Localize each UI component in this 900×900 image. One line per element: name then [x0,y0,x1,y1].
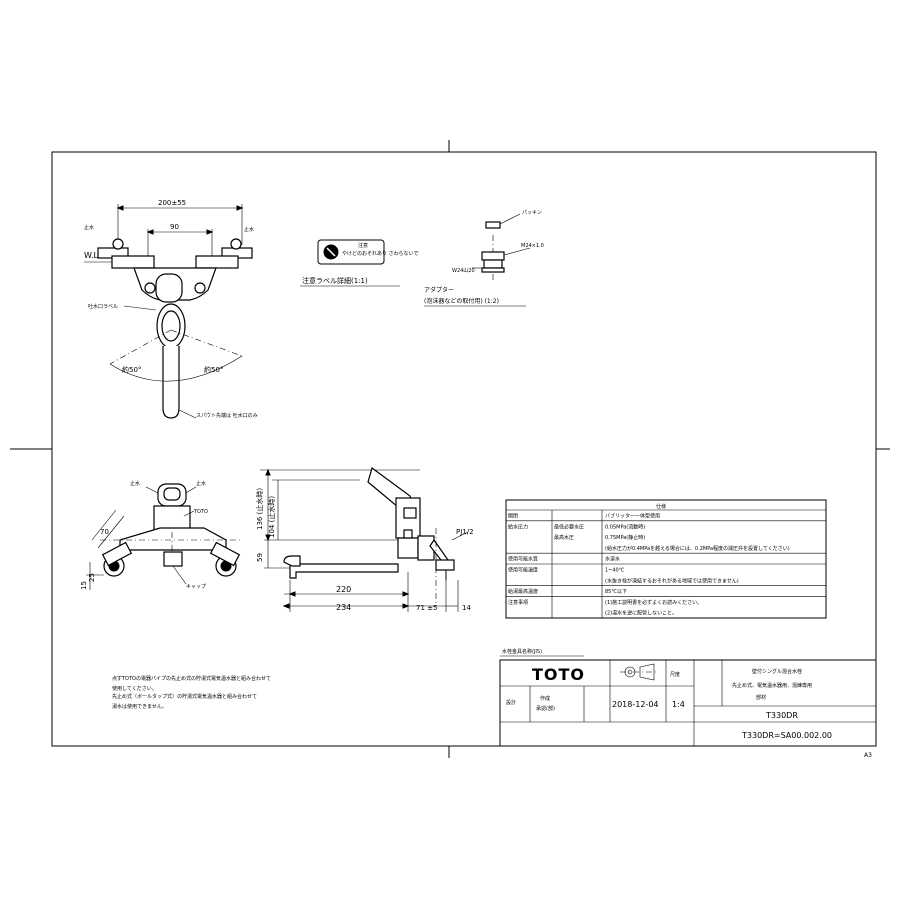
spec-cell-v: バブリッター一体型使用 [605,513,660,520]
sheet-frame: A3 [10,140,890,759]
dim-14: 14 [462,604,471,612]
note-line-4: 湯水は使用できません。 [112,703,167,710]
label-water-right: 止水 [244,226,254,233]
spec-cell-v: (給水圧力が0.4MPaを越える場合には、0.2MPa程度の減圧弁を設置してくだ… [605,545,790,552]
label-pipe: PJ1/2 [456,528,474,536]
drawing-scale: 1:4 [672,700,685,709]
bottom-brand: TOTO [193,509,208,515]
spec-cell-k1: 給湯最高温度 [508,588,538,595]
dim-15: 15 [80,581,88,590]
spec-cell-k1: 使用可能水質 [508,556,538,563]
adapter-caption-2: (泡沫器などの取付用) (1:2) [424,297,499,305]
adapter-packing: パッキン [522,210,542,216]
projection-symbol [620,663,658,681]
bottom-view: 止水 止水 TOTO キャップ 70 15 25 [80,480,241,590]
dim-59: 59 [256,553,264,562]
model-number: T330DR [765,711,798,720]
spec-cell-v: (2)湯水を逆に配管しないこと。 [605,610,677,617]
note-line-1: 点ずTOTOの電器パイプの先止め式の貯湯式電気温水器と組み合わせて [112,675,271,682]
standard-label: 水栓金具名称(JIS) [502,648,542,655]
spec-cell-k1: 開閉 [508,514,518,520]
title-name-2: 先止め式、電気温水器用、混練専用 [732,682,812,689]
dim-overall: 200±55 [158,199,186,207]
note-line-2: 使用してください。 [112,685,157,692]
bottom-cap: キャップ [186,584,206,590]
caution-title: 注意 [358,242,368,249]
spec-cell-v: 85℃以下 [605,589,627,595]
spec-cell-k1: 給水圧力 [508,523,528,530]
title-name-3: 部材 [756,694,766,701]
label-wl: W.L [84,251,99,260]
title-name-1: 壁付シングル混合水栓 [752,668,802,675]
toto-logo: TOTO [532,665,585,684]
spec-cell-k2: 最高水圧 [554,534,574,541]
caution-label: 注意 やけどのおそれあり さわらないで 注意ラベル詳細(1:1) [300,239,418,287]
dim-71: 71 ±5 [416,604,437,612]
notes: 点ずTOTOの電器パイプの先止め式の貯湯式電気温水器と組み合わせて 使用してくだ… [112,675,271,710]
spec-cell-k1: 使用可能温度 [508,567,538,574]
angle-right: 約50° [204,365,223,374]
scale-label: 尺度 [670,671,680,678]
angle-left: 約50° [122,365,141,374]
dim-234: 234 [336,603,351,612]
adapter-w: W24山20 [452,267,475,274]
drawing-number: T330DR=SA00.002.00 [741,731,832,740]
spec-cell-v: 1~40℃ [605,568,625,574]
spec-title: 仕様 [656,503,666,510]
spec-cell-k1: 注意事項 [508,599,528,606]
sheet-size: A3 [864,752,872,759]
label-date-head: 作成 [540,695,550,702]
spec-cell-v: 水道水 [605,556,620,563]
dim-220: 220 [336,585,351,594]
adapter-caption-1: アダプター [424,286,454,294]
caution-body: やけどのおそれあり さわらないで [342,250,418,257]
label-bracket: 吐水口ラベル [88,303,118,310]
drawing-date: 2018-12-04 [612,700,659,709]
bottom-label-right: 止水 [196,480,206,487]
side-view: 136 (止水時) 104 (止水時) 59 PJ1/2 220 2 [255,467,474,612]
dim-136: 136 (止水時) [255,488,264,530]
spec-cell-v: (水抜き栓が凍結するおそれがある地域では使用できません) [605,577,739,584]
label-water-left: 止水 [84,224,94,231]
caution-caption: 注意ラベル詳細(1:1) [302,276,368,285]
spec-cell-k2: 最低必要水圧 [554,523,584,530]
dim-25: 25 [88,573,96,582]
bottom-label-left: 止水 [130,480,140,487]
front-view: 200±55 90 止水 止水 W.L 吐水口ラベル 約5 [84,199,258,419]
adapter-detail: パッキン M24×1.0 W24山20 アダプター (泡沫器などの取付用) (1… [424,210,544,307]
label-design: 設計 [506,699,516,706]
spout-note: スパウト先端は 吐水口のみ [196,412,258,419]
dim-104: 104 (止水時) [267,496,276,538]
adapter-thread: M24×1.0 [521,243,544,249]
title-block: 水栓金具名称(JIS) TOTO 尺度 壁付シングル混合水栓 先止め式、電気温水… [499,648,877,747]
spec-cell-v: 0.05MPa(流動時) [605,523,645,530]
dim-70: 70 [100,528,109,536]
spec-cell-v: (1)施工説明書を必ずよくお読みください。 [605,599,702,606]
dim-center: 90 [170,223,179,231]
spec-cell-v: 0.75MPa(静止時) [605,534,645,541]
note-line-3: 先止め式（ボールタップ式）の貯湯式電気温水器と組み合わせて [112,693,257,700]
label-check: 承認(部) [536,705,555,712]
